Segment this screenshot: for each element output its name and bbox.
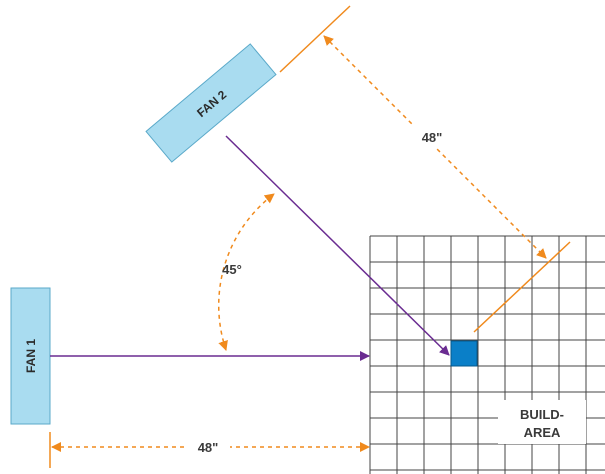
target-cell [450, 340, 478, 367]
fan1: FAN 1 [10, 287, 51, 425]
fan2-ref-line [279, 5, 351, 73]
build-area-label-line2: AREA [524, 425, 561, 440]
build-area-label-line1: BUILD- [520, 407, 564, 422]
target-ref-line [473, 241, 571, 333]
fan2: FAN 2 [145, 43, 277, 163]
build-area-grid [369, 235, 605, 474]
fan1-distance-label-bg [186, 437, 230, 457]
fan2-body [145, 43, 277, 163]
fan1-label: FAN 1 [24, 339, 38, 373]
fan1-distance-label: 48" [198, 440, 219, 455]
angle-label: 45° [222, 262, 242, 277]
fan2-distance-label-bg [410, 126, 454, 148]
fan2-distance-label: 48" [422, 130, 443, 145]
fan2-airflow-arrow [225, 135, 450, 356]
fan1-body [10, 287, 51, 425]
build-area-label-bg [498, 400, 586, 444]
